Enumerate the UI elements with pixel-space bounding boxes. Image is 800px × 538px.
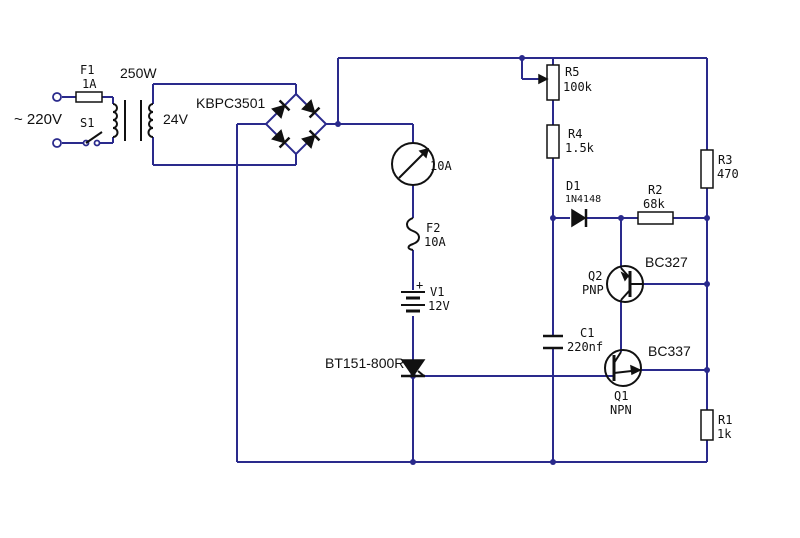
v1-name: V1 [430,285,444,299]
potentiometer-r5: R5 100k [538,64,593,101]
battery-v1: + V1 12V [401,278,450,313]
diode-d1: D1 1N4148 [565,179,601,228]
f1-value: 1A [82,77,97,91]
resistor-r3: R3 470 [700,149,739,189]
f2-name: F2 [426,221,440,235]
mains-input: ~ 220V [14,92,62,148]
transformer-secondary: 24V [163,111,189,127]
resistor-r2: R2 68k [637,183,674,225]
r5-name: R5 [565,65,579,79]
capacitor-c1: C1 220nf [543,326,603,354]
q1-part: BC337 [648,343,691,359]
r3-value: 470 [717,167,739,181]
junctions [335,55,710,465]
r5-value: 100k [563,80,593,94]
transistor-q2: BC327 Q2 PNP [582,254,688,303]
q2-name: Q2 [588,269,602,283]
q2-part: BC327 [645,254,688,270]
r4-value: 1.5k [565,141,595,155]
r1-value: 1k [717,427,732,441]
r2-name: R2 [648,183,662,197]
s1-name: S1 [80,116,94,130]
thyristor-scr: BT151-800R [325,355,426,378]
ammeter-value: 10A [430,159,452,173]
fuse-f2: F2 10A [406,217,446,251]
mains-label: ~ 220V [14,111,62,128]
transistor-q1: BC337 Q1 NPN [604,343,691,417]
switch-s1: S1 [80,116,103,147]
d1-value: 1N4148 [565,194,601,205]
q1-type: NPN [610,403,632,417]
f2-value: 10A [424,235,446,249]
transformer-power: 250W [120,65,157,81]
resistor-r1: R1 1k [700,409,732,441]
r3-name: R3 [718,153,732,167]
v1-plus: + [416,278,423,292]
bridge-part: KBPC3501 [196,95,265,111]
r1-name: R1 [718,413,732,427]
scr-part: BT151-800R [325,355,404,371]
ammeter: 10A [391,142,452,186]
v1-value: 12V [428,299,450,313]
transformer: 250W 24V [112,65,189,141]
r2-value: 68k [643,197,665,211]
f1-name: F1 [80,63,94,77]
fuse-f1: F1 1A [75,63,103,103]
q2-type: PNP [582,283,604,297]
c1-value: 220nf [567,340,603,354]
c1-name: C1 [580,326,594,340]
r4-name: R4 [568,127,582,141]
q1-name: Q1 [614,389,628,403]
d1-name: D1 [566,179,580,193]
resistor-r4: R4 1.5k [546,124,595,159]
wires [62,57,708,463]
bridge-rectifier: KBPC3501 [196,92,328,156]
